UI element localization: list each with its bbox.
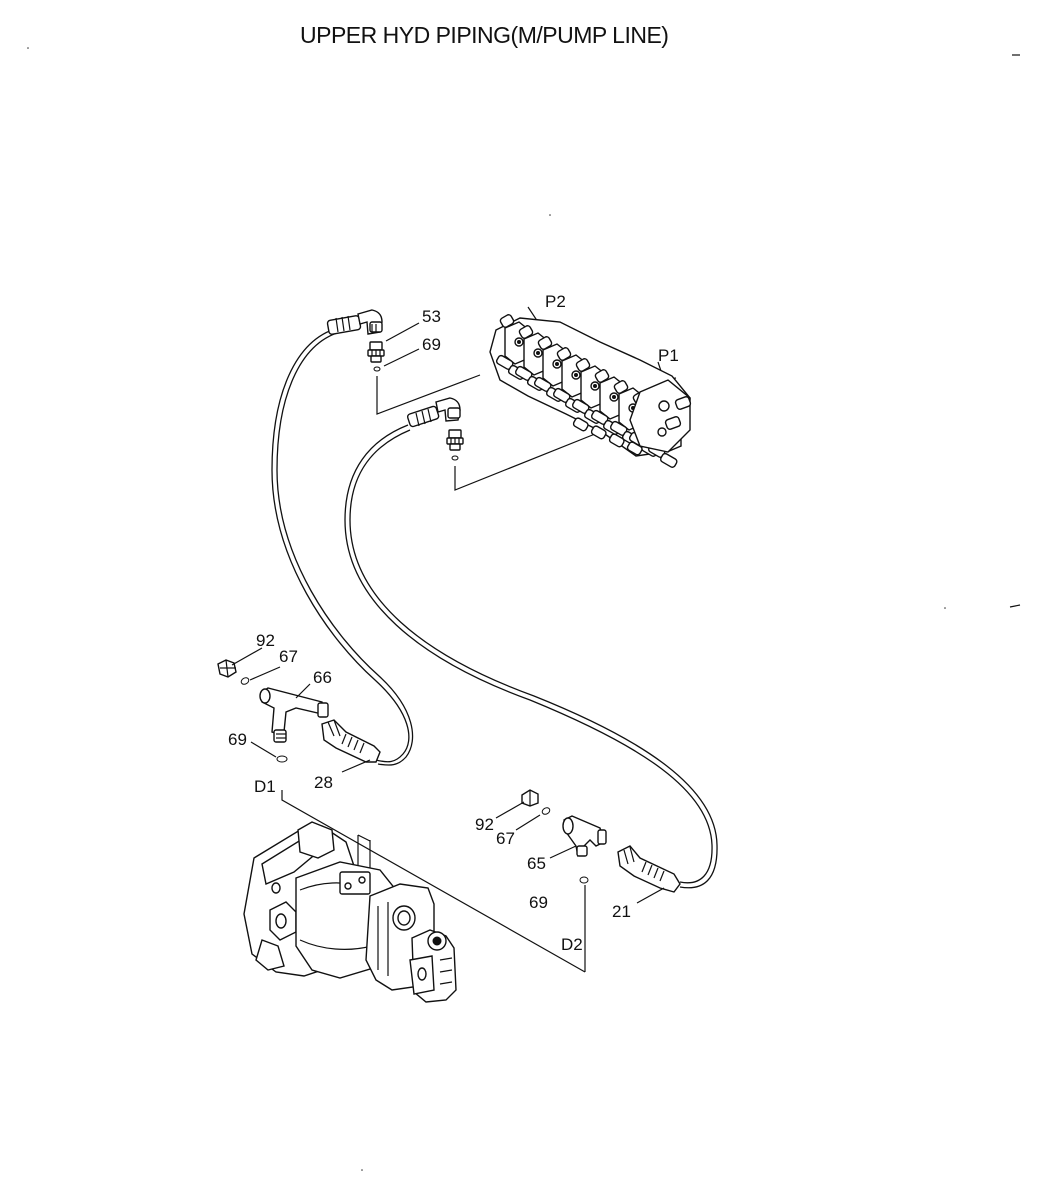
pump-line-hose-28-inner xyxy=(276,331,414,766)
valve-relief-port-center xyxy=(593,384,597,388)
valve-port-plug xyxy=(572,417,589,432)
callout-28: 28 xyxy=(314,773,333,792)
page-title: UPPER HYD PIPING(M/PUMP LINE) xyxy=(300,22,669,48)
valve-spool-cap xyxy=(594,369,610,383)
valve-port-plug xyxy=(674,396,692,410)
callout-p2: P2 xyxy=(545,292,566,311)
o-ring-69-right xyxy=(579,876,589,884)
valve-spool-cap xyxy=(499,314,515,328)
main-pump xyxy=(243,821,457,1003)
callout-69-top: 69 xyxy=(422,335,441,354)
callout-69-right: 69 xyxy=(529,893,548,912)
scan-marks xyxy=(27,47,1021,1171)
tee-fitting-65 xyxy=(562,815,607,858)
callout-53: 53 xyxy=(422,307,441,326)
main-control-valve xyxy=(489,314,692,468)
pump-line-hose-21 xyxy=(344,424,713,884)
valve-port-plug xyxy=(590,425,607,440)
o-ring-67-left xyxy=(240,677,250,685)
plug-92-right xyxy=(521,789,539,807)
valve-port-plug xyxy=(664,416,682,430)
callout-p1: P1 xyxy=(658,346,679,365)
valve-relief-port-center xyxy=(536,351,540,355)
o-ring-69-top xyxy=(373,366,381,372)
hose-end-elbow-53 xyxy=(326,309,383,335)
callout-92-left: 92 xyxy=(256,631,275,650)
callout-66: 66 xyxy=(313,668,332,687)
callout-d1: D1 xyxy=(254,777,276,796)
valve-spool-cap xyxy=(518,325,534,339)
valve-relief-port-center xyxy=(574,373,578,377)
valve-spool-cap xyxy=(556,347,572,361)
pump-line-hose-21-inner xyxy=(349,429,718,889)
adapter-fitting-53 xyxy=(367,341,385,363)
valve-spool-cap xyxy=(537,336,553,350)
callout-92-right: 92 xyxy=(475,815,494,834)
o-ring-69-left xyxy=(276,755,288,763)
tee-fitting-66 xyxy=(259,687,329,743)
hose-end-elbow-lower xyxy=(406,397,461,428)
callout-d2: D2 xyxy=(561,935,583,954)
valve-end-cover xyxy=(629,379,691,453)
callout-69-left: 69 xyxy=(228,730,247,749)
valve-spool-cap xyxy=(613,380,629,394)
hose-end-fitting-28 xyxy=(321,719,381,763)
hose-end-fitting-21 xyxy=(617,845,681,893)
valve-relief-port-center xyxy=(555,362,559,366)
pump-line-hose-28 xyxy=(271,327,410,763)
o-ring-67-right xyxy=(541,807,551,815)
o-ring-lower xyxy=(451,455,459,461)
valve-relief-port-center xyxy=(612,395,616,399)
valve-port-plug xyxy=(626,441,643,456)
callout-21: 21 xyxy=(612,902,631,921)
adapter-fitting-lower xyxy=(446,429,464,451)
callout-labels: 53 69 P2 P1 92 67 66 69 D1 28 92 67 65 6… xyxy=(228,292,679,954)
valve-port-plug xyxy=(608,433,625,448)
callout-65: 65 xyxy=(527,854,546,873)
valve-end-port xyxy=(657,427,667,437)
plug-92-left xyxy=(217,659,237,678)
valve-end-port xyxy=(658,400,670,412)
callout-67-right: 67 xyxy=(496,829,515,848)
callout-67-left: 67 xyxy=(279,647,298,666)
valve-relief-port-center xyxy=(517,340,521,344)
valve-spool-cap xyxy=(575,358,591,372)
valve-port-plug xyxy=(659,452,678,468)
